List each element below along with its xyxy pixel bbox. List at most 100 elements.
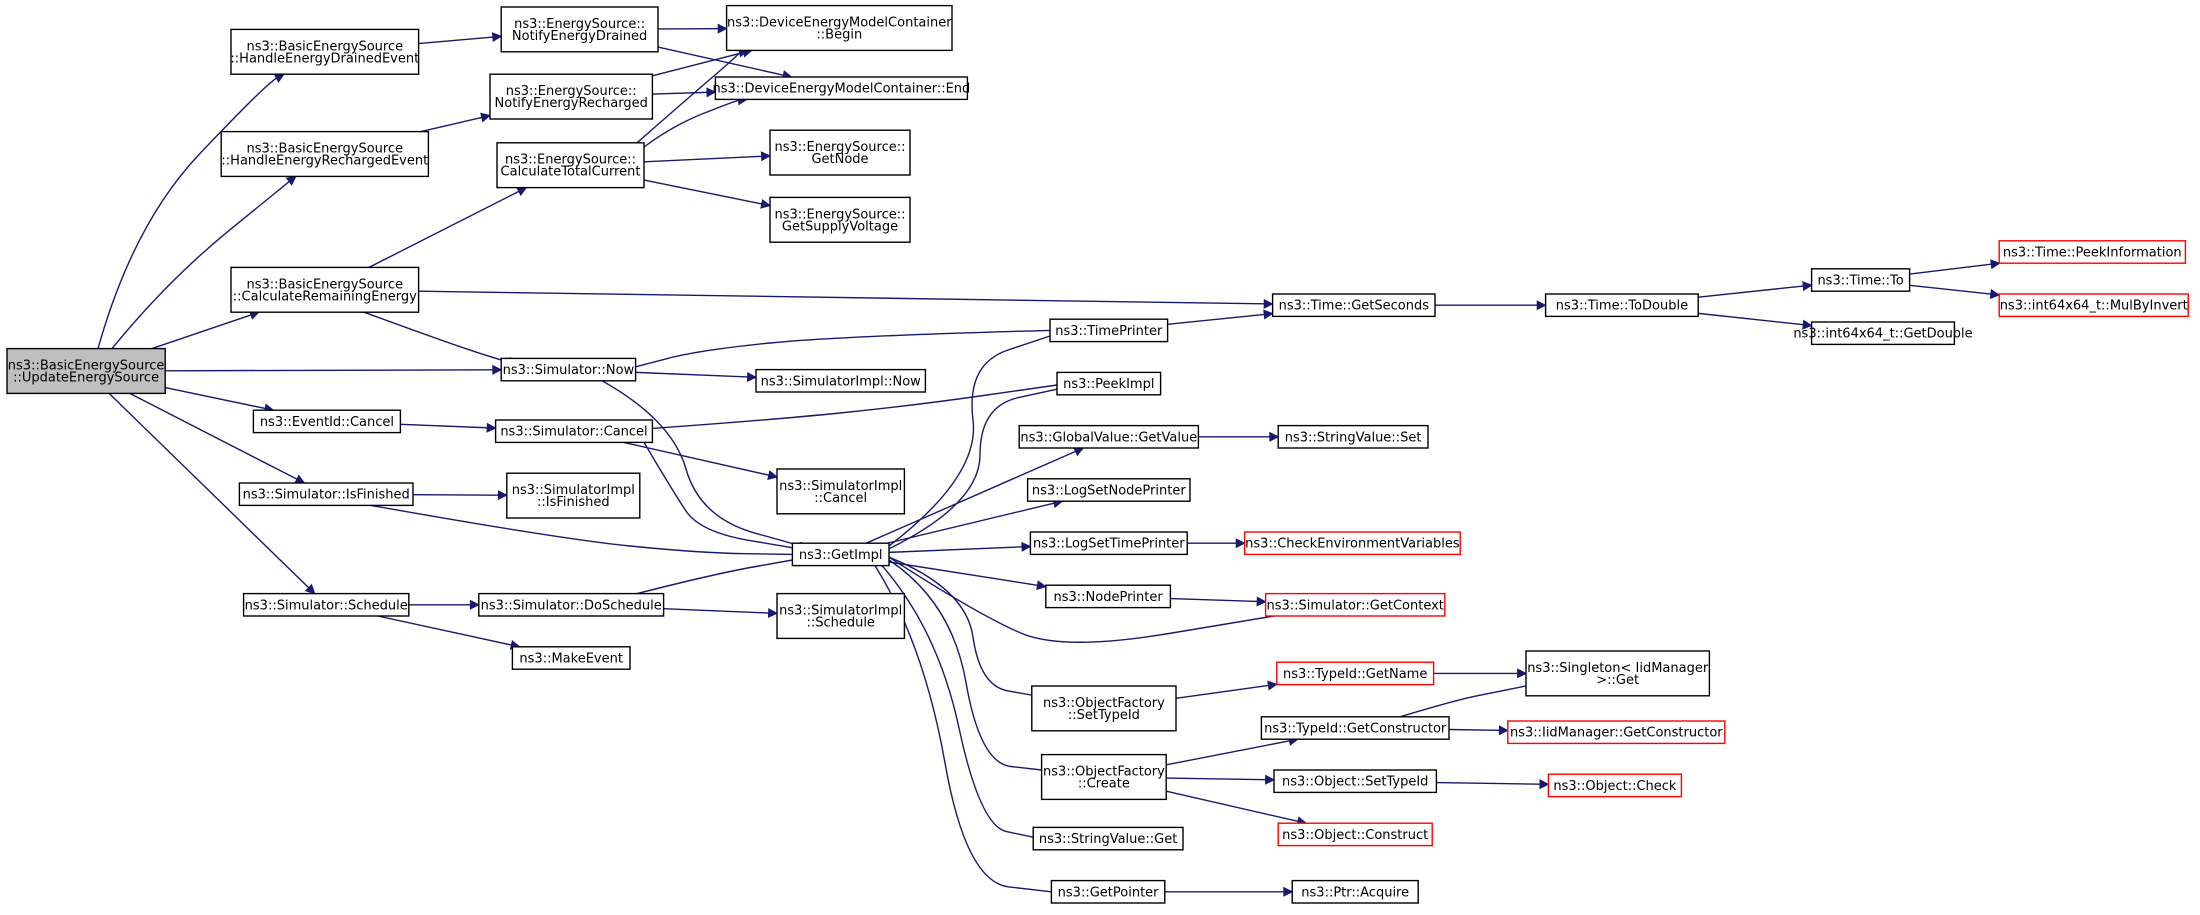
function-node[interactable]: ns3::Simulator::Now	[500, 357, 637, 382]
call-edge	[888, 561, 1047, 591]
function-node[interactable]: ns3::LogSetTimePrinter	[1029, 531, 1188, 556]
arrowhead-icon	[285, 175, 297, 186]
node-label: ::SetTypeId	[1068, 708, 1140, 723]
call-edge	[408, 599, 480, 610]
function-node[interactable]: ns3::NodePrinter	[1045, 584, 1172, 609]
function-node[interactable]: ns3::IidManager::GetConstructor	[1507, 720, 1726, 745]
function-node[interactable]: ns3::EnergySource::CalculateTotalCurrent	[496, 142, 645, 189]
edge-line	[888, 556, 1041, 698]
function-node[interactable]: ns3::Simulator::GetContext	[1264, 592, 1446, 617]
function-node[interactable]: ns3::Object::Check	[1547, 773, 1683, 798]
node-label: ns3::Object::SetTypeId	[1282, 775, 1428, 790]
node-label: GetNode	[811, 152, 868, 167]
function-node[interactable]: ns3::Simulator::Cancel	[494, 419, 654, 444]
function-node[interactable]: ns3::BasicEnergySource::HandleEnergyRech…	[220, 130, 430, 178]
function-node[interactable]: ns3::TimePrinter	[1049, 318, 1169, 343]
function-node[interactable]: ns3::Object::SetTypeId	[1273, 769, 1438, 794]
function-node[interactable]: ns3::GetImpl	[791, 542, 890, 567]
function-node[interactable]: ns3::ObjectFactory::Create	[1040, 753, 1167, 801]
function-node[interactable]: ns3::Simulator::IsFinished	[238, 482, 414, 507]
node-label: ::HandleEnergyRechargedEvent	[221, 154, 428, 169]
root-function-node[interactable]: ns3::BasicEnergySource::UpdateEnergySour…	[6, 347, 166, 395]
function-node[interactable]: ns3::EnergySource::GetNode	[769, 129, 911, 176]
node-label: ns3::StringValue::Get	[1039, 832, 1177, 847]
call-edge	[888, 559, 1042, 771]
call-edge	[368, 187, 528, 269]
node-label: CalculateTotalCurrent	[501, 165, 641, 180]
function-node[interactable]: ns3::Time::ToDouble	[1544, 293, 1699, 318]
call-edge	[652, 87, 717, 98]
function-node[interactable]: ns3::EnergySource::GetSupplyVoltage	[769, 196, 911, 243]
edge-line	[635, 371, 748, 378]
call-edge	[165, 386, 275, 414]
function-node[interactable]: ns3::StringValue::Get	[1032, 826, 1184, 851]
function-node[interactable]: ns3::Singleton< IidManager>::Get	[1525, 650, 1711, 697]
node-box	[714, 76, 969, 101]
function-node[interactable]: ns3::SimulatorImpl::IsFinished	[506, 472, 641, 519]
function-node[interactable]: ns3::EnergySource::NotifyEnergyDrained	[500, 6, 659, 53]
node-box	[725, 4, 953, 52]
function-node[interactable]: ns3::int64x64_t::MulByInvert	[1998, 293, 2189, 318]
arrowhead-icon	[1263, 309, 1274, 320]
function-node[interactable]: ns3::BasicEnergySource::CalculateRemaini…	[230, 266, 420, 313]
edge-line	[888, 388, 1058, 550]
call-edge	[111, 175, 297, 350]
node-label: ns3::SimulatorImpl::Now	[761, 374, 922, 389]
node-box	[1040, 753, 1167, 801]
edge-line	[663, 607, 769, 614]
function-node[interactable]: ns3::int64x64_t::GetDouble	[1793, 321, 1973, 346]
arrowhead-icon	[717, 23, 728, 34]
call-edge	[1167, 309, 1274, 326]
function-node[interactable]: ns3::DeviceEnergyModelContainer::Begin	[725, 4, 953, 52]
node-label: GetSupplyVoltage	[782, 219, 898, 234]
node-box	[230, 28, 420, 75]
function-node[interactable]: ns3::MakeEvent	[511, 646, 631, 670]
function-node[interactable]: ns3::Time::To	[1810, 268, 1911, 292]
function-node[interactable]: ns3::LogSetNodePrinter	[1026, 478, 1191, 502]
node-label: ::HandleEnergyDrainedEvent	[230, 51, 419, 66]
node-box	[1264, 592, 1446, 617]
edge-line	[1448, 728, 1500, 732]
function-node[interactable]: ns3::Time::GetSeconds	[1271, 293, 1436, 318]
arrowhead-icon	[1539, 779, 1550, 790]
node-label: ns3::EnergySource::	[775, 140, 906, 155]
arrowhead-icon	[1517, 668, 1528, 679]
function-node[interactable]: ns3::BasicEnergySource::HandleEnergyDrai…	[230, 28, 420, 75]
function-node[interactable]: ns3::DeviceEnergyModelContainer::End	[712, 76, 970, 101]
function-node[interactable]: ns3::TypeId::GetName	[1276, 661, 1435, 686]
edge-line	[1166, 790, 1299, 823]
nodes-layer: ns3::BasicEnergySource::UpdateEnergySour…	[6, 4, 2189, 904]
edge-line	[643, 99, 739, 148]
node-label: ns3::GetImpl	[799, 548, 883, 563]
edge-line	[635, 329, 1051, 368]
node-box	[496, 142, 645, 189]
edge-line	[881, 565, 1034, 838]
function-node[interactable]: ns3::PeekImpl	[1056, 371, 1162, 396]
function-node[interactable]: ns3::ObjectFactory::SetTypeId	[1031, 685, 1177, 732]
edge-line	[888, 559, 1042, 771]
function-node[interactable]: ns3::SimulatorImpl::Schedule	[776, 592, 906, 640]
function-node[interactable]: ns3::EnergySource::NotifyEnergyRecharged	[489, 73, 654, 120]
function-node[interactable]: ns3::SimulatorImpl::Cancel	[776, 468, 906, 515]
function-node[interactable]: ns3::Ptr::Acquire	[1291, 879, 1419, 904]
edge-line	[97, 77, 277, 349]
edge-line	[377, 615, 512, 646]
function-node[interactable]: ns3::StringValue::Set	[1277, 424, 1429, 449]
edge-line	[623, 441, 769, 476]
node-label: ns3::Simulator::Cancel	[500, 425, 647, 440]
function-node[interactable]: ns3::SimulatorImpl::Now	[755, 368, 927, 393]
function-node[interactable]: ns3::Object::Construct	[1277, 822, 1433, 847]
edge-line	[652, 91, 708, 95]
function-node[interactable]: ns3::Simulator::DoSchedule	[478, 592, 665, 617]
function-node[interactable]: ns3::TypeId::GetConstructor	[1260, 716, 1450, 740]
function-node[interactable]: ns3::EventId::Cancel	[252, 409, 402, 434]
edge-line	[418, 290, 1265, 305]
function-node[interactable]: ns3::GetPointer	[1050, 879, 1166, 904]
node-label: ns3::Object::Construct	[1282, 828, 1428, 843]
arrowhead-icon	[1802, 319, 1813, 330]
function-node[interactable]: ns3::CheckEnvironmentVariables	[1243, 531, 1461, 556]
function-node[interactable]: ns3::Simulator::Schedule	[242, 592, 410, 617]
function-node[interactable]: ns3::Time::PeekInformation	[1998, 240, 2187, 264]
node-label: ::Begin	[816, 28, 862, 43]
function-node[interactable]: ns3::GlobalValue::GetValue	[1018, 424, 1200, 449]
